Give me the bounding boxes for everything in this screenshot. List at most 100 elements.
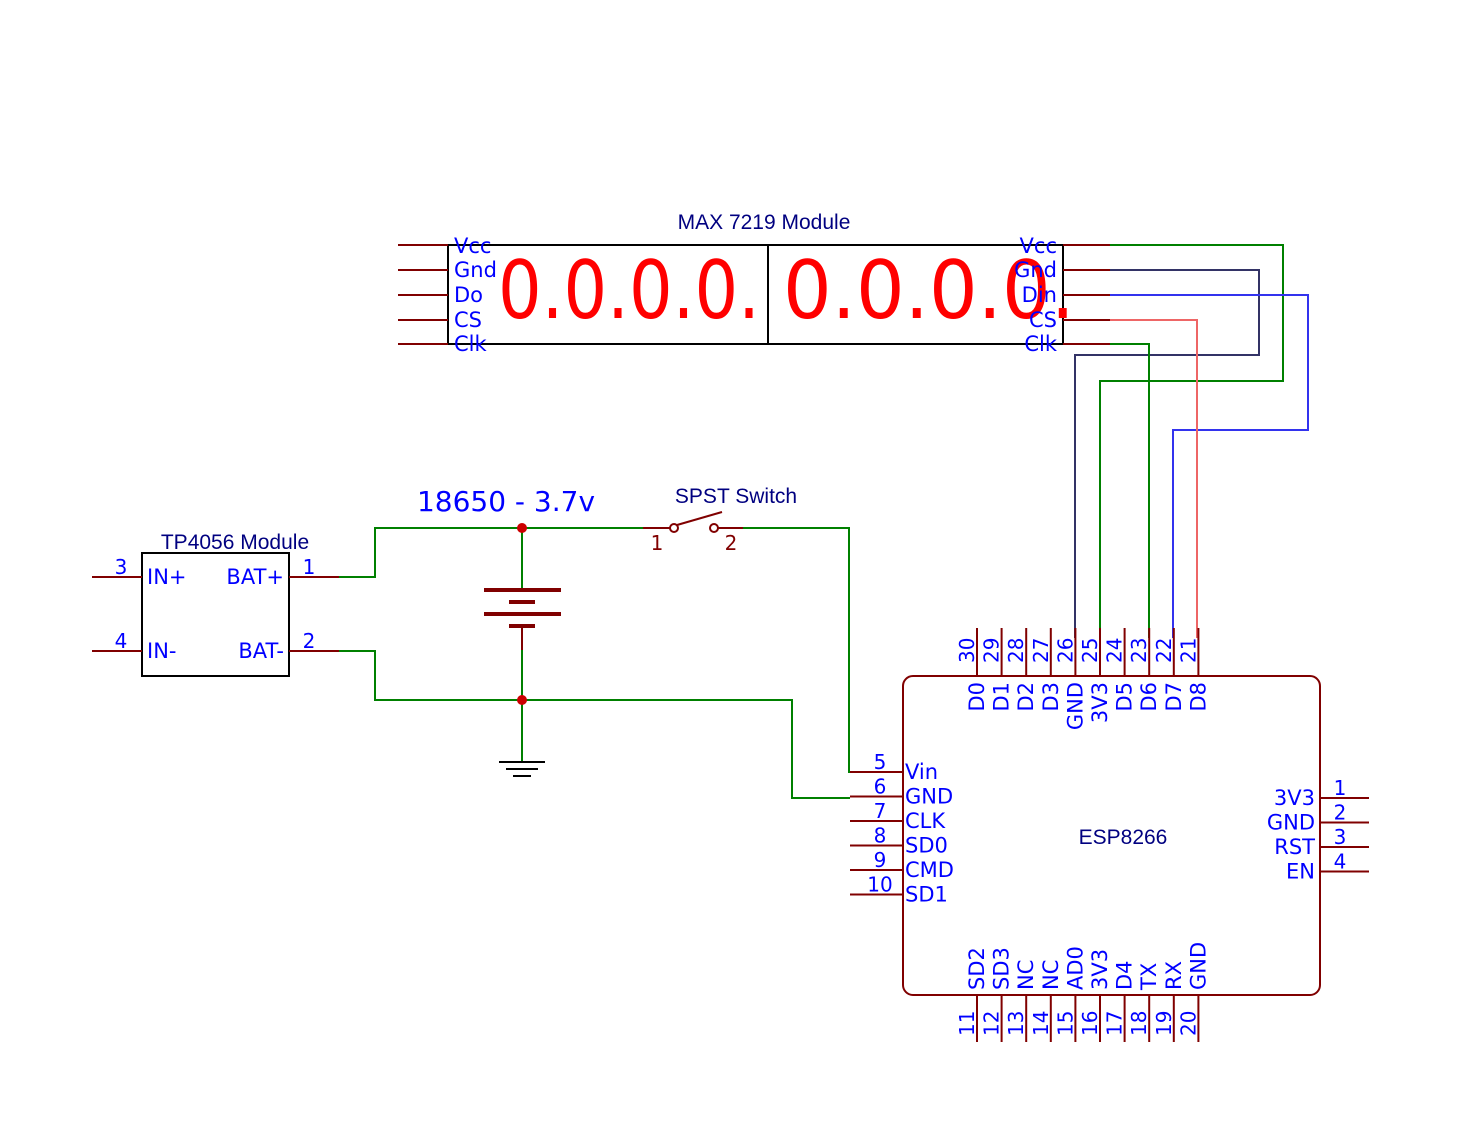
junction-top — [517, 523, 527, 533]
esp8266-bottom-pin-17-label: D4 — [1113, 960, 1137, 990]
esp8266-top-pin-21-number: 21 — [1176, 638, 1200, 663]
esp8266-top-pin-30-number: 30 — [955, 638, 979, 663]
esp8266-top-pin-23-number: 23 — [1127, 638, 1151, 663]
esp8266-bottom-pin-12-number: 12 — [980, 1011, 1004, 1036]
ground-symbol — [499, 761, 545, 777]
max7219-module: MAX 7219 Module 0.0.0.0. 0.0.0.0. Vcc Gn… — [398, 211, 1110, 356]
power-wires — [339, 527, 850, 799]
switch-lever — [676, 511, 723, 526]
esp8266-bottom-pins: 11SD212SD313NC14NC15AD0163V317D418TX19RX… — [955, 942, 1210, 1042]
max7219-digits-right: 0.0.0.0. — [783, 244, 1075, 337]
esp8266-right-pin-4-number: 4 — [1334, 850, 1347, 874]
esp8266-right-pin-2-label: GND — [1267, 811, 1315, 835]
esp8266-bottom-pin-17-number: 17 — [1103, 1011, 1127, 1036]
esp8266-bottom-pin-12-label: SD3 — [990, 947, 1014, 990]
esp8266-right-pin-1-label: 3V3 — [1274, 786, 1315, 810]
esp8266-left-pin-7-label: CLK — [905, 809, 946, 833]
max7219-left-label-cs: CS — [454, 308, 482, 332]
tp4056-label-in-minus: IN- — [147, 639, 176, 663]
esp8266-bottom-pin-20-number: 20 — [1176, 1011, 1200, 1036]
junction-bottom — [517, 695, 527, 705]
switch-contact-2 — [709, 523, 719, 533]
esp8266-bottom-pin-14-label: NC — [1039, 960, 1063, 990]
switch-pin-1: 1 — [651, 531, 664, 555]
esp8266-right-pin-4-label: EN — [1286, 860, 1315, 884]
switch-contact-1 — [669, 523, 679, 533]
esp8266-left-pin-10-label: SD1 — [905, 883, 948, 907]
esp8266-right-pin-3-label: RST — [1274, 835, 1315, 859]
battery-label: 18650 - 3.7v — [417, 485, 595, 518]
esp8266-body — [902, 675, 1321, 996]
max7219-left-label-vcc: Vcc — [454, 234, 491, 258]
tp4056-title: TP4056 Module — [161, 531, 309, 554]
wire-gnd-gnd — [1074, 269, 1260, 638]
tp4056-label-in-plus: IN+ — [147, 565, 187, 589]
tp4056-body — [141, 552, 290, 677]
spst-switch: SPST Switch 1 2 — [643, 485, 797, 555]
esp8266-bottom-pin-15-label: AD0 — [1063, 946, 1087, 990]
tp4056-label-bat-minus: BAT- — [238, 639, 284, 663]
esp8266-top-pin-27-number: 27 — [1029, 638, 1053, 663]
tp4056-pin-num-1: 1 — [303, 555, 316, 579]
esp8266-right-pins: 1 3V3 2 GND 3 RST 4 EN — [1267, 776, 1369, 884]
esp8266-left-pin-9-label: CMD — [905, 858, 954, 882]
esp8266-title: ESP8266 — [1079, 826, 1168, 849]
esp8266-bottom-pin-18-number: 18 — [1127, 1011, 1151, 1036]
wire-cs-d8 — [1110, 319, 1198, 638]
esp8266-left-pin-9-number: 9 — [874, 848, 887, 872]
esp8266-left-pin-6-number: 6 — [874, 775, 887, 799]
max7219-right-pin-stubs — [1063, 244, 1110, 345]
wire-switch-vin — [743, 527, 850, 773]
wire-vcc-3v3 — [1099, 244, 1284, 638]
max7219-title: MAX 7219 Module — [678, 211, 851, 234]
esp8266-bottom-pin-16-label: 3V3 — [1088, 949, 1112, 990]
esp8266-bottom-pin-13-number: 13 — [1004, 1011, 1028, 1036]
esp8266-right-pin-1-number: 1 — [1334, 776, 1347, 800]
esp8266-bottom-pin-15-number: 15 — [1053, 1011, 1077, 1036]
battery-18650: 18650 - 3.7v — [417, 485, 595, 705]
esp8266-left-pin-8-label: SD0 — [905, 834, 948, 858]
max7219-right-label-vcc: Vcc — [1020, 234, 1057, 258]
esp8266-top-pin-22-number: 22 — [1152, 638, 1176, 663]
tp4056-label-bat-plus: BAT+ — [226, 565, 284, 589]
esp8266-top-pin-24-label: D5 — [1113, 682, 1137, 712]
max7219-left-label-gnd: Gnd — [454, 258, 497, 282]
esp8266-top-pin-21-label: D8 — [1186, 682, 1210, 712]
wire-clk-d6 — [1110, 343, 1150, 638]
max7219-left-pin-stubs — [398, 244, 448, 345]
esp8266-left-pin-10-number: 10 — [867, 873, 892, 897]
esp8266-top-pin-25-number: 25 — [1078, 638, 1102, 663]
esp8266-right-pin-2-number: 2 — [1334, 801, 1347, 825]
tp4056-module: TP4056 Module 3 4 1 2 IN+ IN- BAT+ BAT- — [92, 531, 339, 677]
esp8266-top-pin-28-label: D2 — [1014, 682, 1038, 712]
wire-din-d7 — [1110, 294, 1309, 638]
max7219-left-label-do: Do — [454, 283, 483, 307]
tp4056-pin-num-3: 3 — [115, 555, 128, 579]
esp8266-top-pin-26-label: GND — [1063, 682, 1087, 730]
wire-bat-plus — [339, 527, 643, 578]
max7219-right-label-clk: Clk — [1024, 332, 1057, 356]
switch-pin-2: 2 — [725, 531, 738, 555]
tp4056-pin-num-4: 4 — [115, 629, 128, 653]
esp8266-right-pin-3-number: 3 — [1334, 825, 1347, 849]
esp8266-left-pin-7-number: 7 — [874, 799, 887, 823]
esp8266-top-pin-24-number: 24 — [1103, 638, 1127, 663]
max7219-digits-left: 0.0.0.0. — [498, 244, 760, 337]
max7219-right-label-cs: CS — [1029, 308, 1057, 332]
esp8266-top-pin-27-label: D3 — [1039, 682, 1063, 712]
max7219-esp-wires — [1074, 244, 1309, 638]
esp8266-top-pin-22-label: D7 — [1162, 682, 1186, 712]
switch-label: SPST Switch — [675, 485, 797, 508]
max7219-left-label-clk: Clk — [454, 332, 487, 356]
esp8266-top-pin-29-number: 29 — [980, 638, 1004, 663]
esp8266-bottom-pin-16-number: 16 — [1078, 1011, 1102, 1036]
max7219-right-label-din: Din — [1022, 283, 1057, 307]
esp8266-module: ESP8266 30D029D128D227D326GND253V324D523… — [850, 628, 1369, 1042]
esp8266-top-pin-26-number: 26 — [1053, 638, 1077, 663]
esp8266-bottom-pin-11-number: 11 — [955, 1011, 979, 1036]
esp8266-bottom-pin-20-label: GND — [1186, 942, 1210, 990]
esp8266-left-pin-5-label: Vin — [905, 760, 938, 784]
esp8266-bottom-pin-19-label: RX — [1162, 961, 1186, 990]
